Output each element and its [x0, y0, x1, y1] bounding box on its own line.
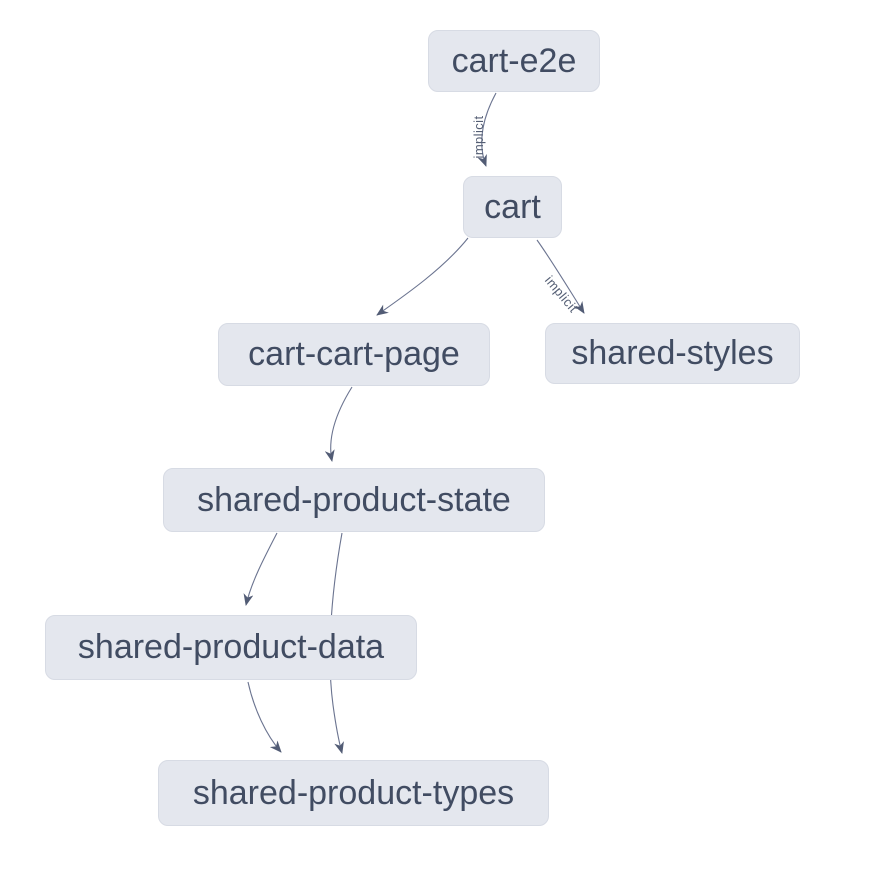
graph-node-label: shared-styles: [571, 334, 774, 372]
graph-node-shared-product-state[interactable]: shared-product-state: [163, 468, 545, 532]
edge-shared-product-state-to-shared-product-types: [329, 532, 344, 754]
graph-node-cart[interactable]: cart: [463, 176, 562, 238]
graph-node-cart-cart-page[interactable]: cart-cart-page: [218, 323, 490, 386]
graph-node-shared-styles[interactable]: shared-styles: [545, 323, 800, 384]
graph-node-label: shared-product-state: [197, 480, 511, 519]
edge-cart-cart-page-to-shared-product-state: [324, 386, 353, 462]
edge-cart-to-shared-styles: [536, 239, 585, 314]
graph-node-cart-e2e[interactable]: cart-e2e: [428, 30, 600, 92]
graph-node-label: shared-product-data: [77, 628, 385, 666]
edge-cart-to-cart-cart-page: [376, 237, 469, 316]
graph-node-shared-product-data[interactable]: shared-product-data: [45, 615, 417, 680]
edge-shared-product-data-to-shared-product-types: [247, 681, 282, 753]
edge-shared-product-state-to-shared-product-data: [243, 532, 278, 606]
edge-label-cart-to-shared-styles: implicit: [542, 273, 581, 316]
edge-cart-e2e-to-cart: [477, 92, 497, 167]
graph-node-shared-product-types[interactable]: shared-product-types: [158, 760, 549, 826]
edge-label-cart-e2e-to-cart: implicit: [471, 116, 486, 159]
graph-node-label: cart: [484, 187, 541, 226]
graph-node-label: shared-product-types: [192, 773, 515, 812]
graph-node-label: cart-cart-page: [248, 335, 460, 373]
graph-node-label: cart-e2e: [451, 41, 577, 80]
